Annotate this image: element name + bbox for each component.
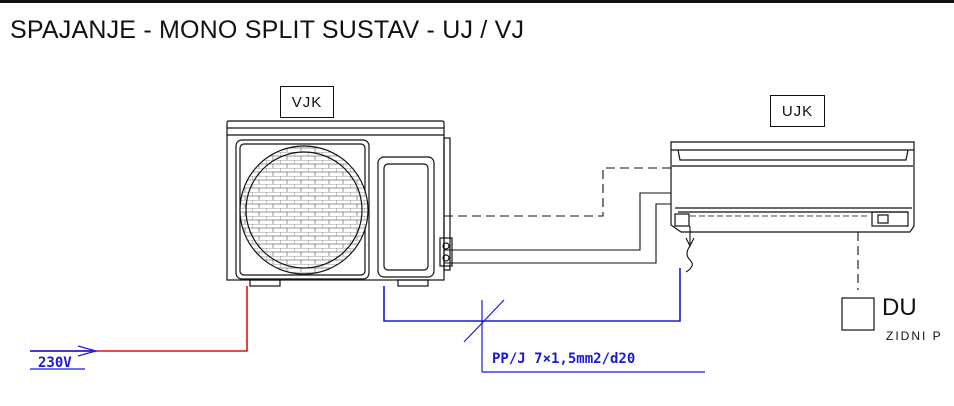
wall-controller-box: [841, 297, 875, 331]
title-rule: [0, 0, 954, 3]
interconnect-cable: [383, 268, 705, 373]
controller-sublabel: ZIDNI P: [886, 329, 943, 343]
diagram-title: SPAJANJE - MONO SPLIT SUSTAV - UJ / VJ: [10, 16, 525, 44]
controller-label: DU: [882, 294, 917, 321]
indoor-unit: [670, 141, 915, 233]
power-label: 230V: [38, 355, 72, 371]
cable-label: PP/J 7×1,5mm2/d20: [492, 351, 636, 367]
indoor-unit-label: UJK: [770, 95, 825, 127]
outdoor-unit: [226, 120, 453, 287]
pipe-lines: [444, 167, 859, 290]
power-line: [30, 286, 248, 370]
outdoor-unit-label: VJK: [280, 86, 334, 118]
